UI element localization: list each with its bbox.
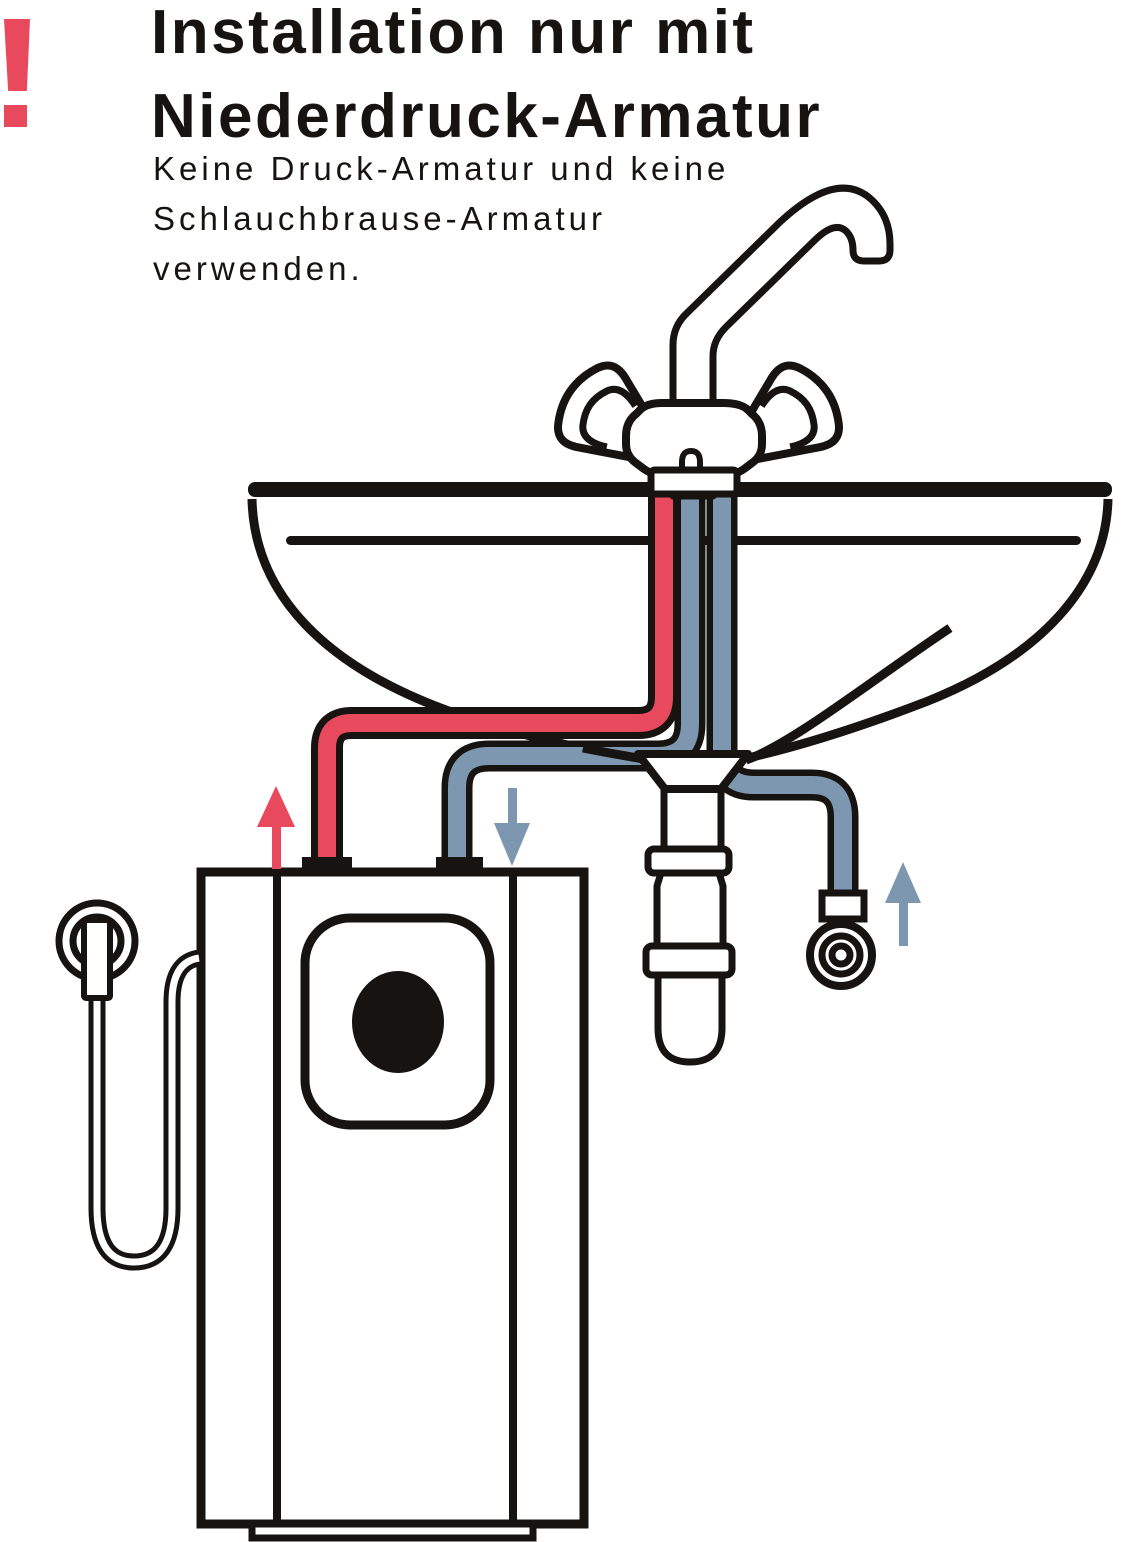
warning-exclamation-icon — [0, 0, 44, 140]
power-cord-assembly — [55, 899, 201, 1271]
sink-bowl-right — [746, 498, 1113, 763]
cold-water-pipe-heater — [441, 484, 706, 860]
warning-text-line3: verwenden. — [153, 250, 364, 287]
drain-nut-upper — [644, 845, 733, 877]
heater-cold-fitting — [436, 857, 483, 875]
sink-bowl-right-overlap — [744, 624, 953, 765]
plug-body — [81, 917, 113, 1001]
drain-funnel — [634, 750, 752, 793]
power-cord-core — [93, 954, 200, 1266]
water-heater — [196, 867, 589, 1542]
warning-title-line2: Niederdruck-Armatur — [151, 82, 823, 151]
drain-assembly — [634, 750, 752, 1066]
faucet-escutcheon — [647, 466, 741, 498]
warning-text: Keine Druck-Armatur und keine Schlauchbr… — [153, 144, 729, 294]
cold-flow-arrow-heater — [494, 788, 530, 866]
warning-text-line1: Keine Druck-Armatur und keine — [153, 150, 730, 187]
faucet — [554, 184, 894, 500]
warning-title-line1: Installation nur mit — [151, 0, 756, 67]
hot-water-pipe — [311, 484, 680, 860]
cold-flow-arrow-supply — [885, 862, 921, 946]
power-cord — [88, 949, 201, 1271]
drain-nut-lower — [642, 942, 736, 979]
valve-ring-inner — [828, 942, 854, 968]
valve-fitting — [818, 889, 868, 923]
heater-base — [248, 1520, 537, 1542]
warning-text-line2: Schlauchbrause-Armatur — [153, 200, 606, 237]
warning-title: Installation nur mit Niederdruck-Armatur — [151, 0, 822, 159]
heater-knob — [352, 971, 444, 1073]
drain-pipe-mid — [653, 869, 727, 950]
cold-water-pipe-supply — [706, 484, 859, 898]
drain-tailpiece — [660, 785, 725, 856]
hot-flow-arrow — [257, 786, 295, 869]
heater-hot-fitting — [302, 857, 352, 875]
angle-valve — [806, 889, 876, 990]
drain-trap-cup — [654, 971, 726, 1066]
